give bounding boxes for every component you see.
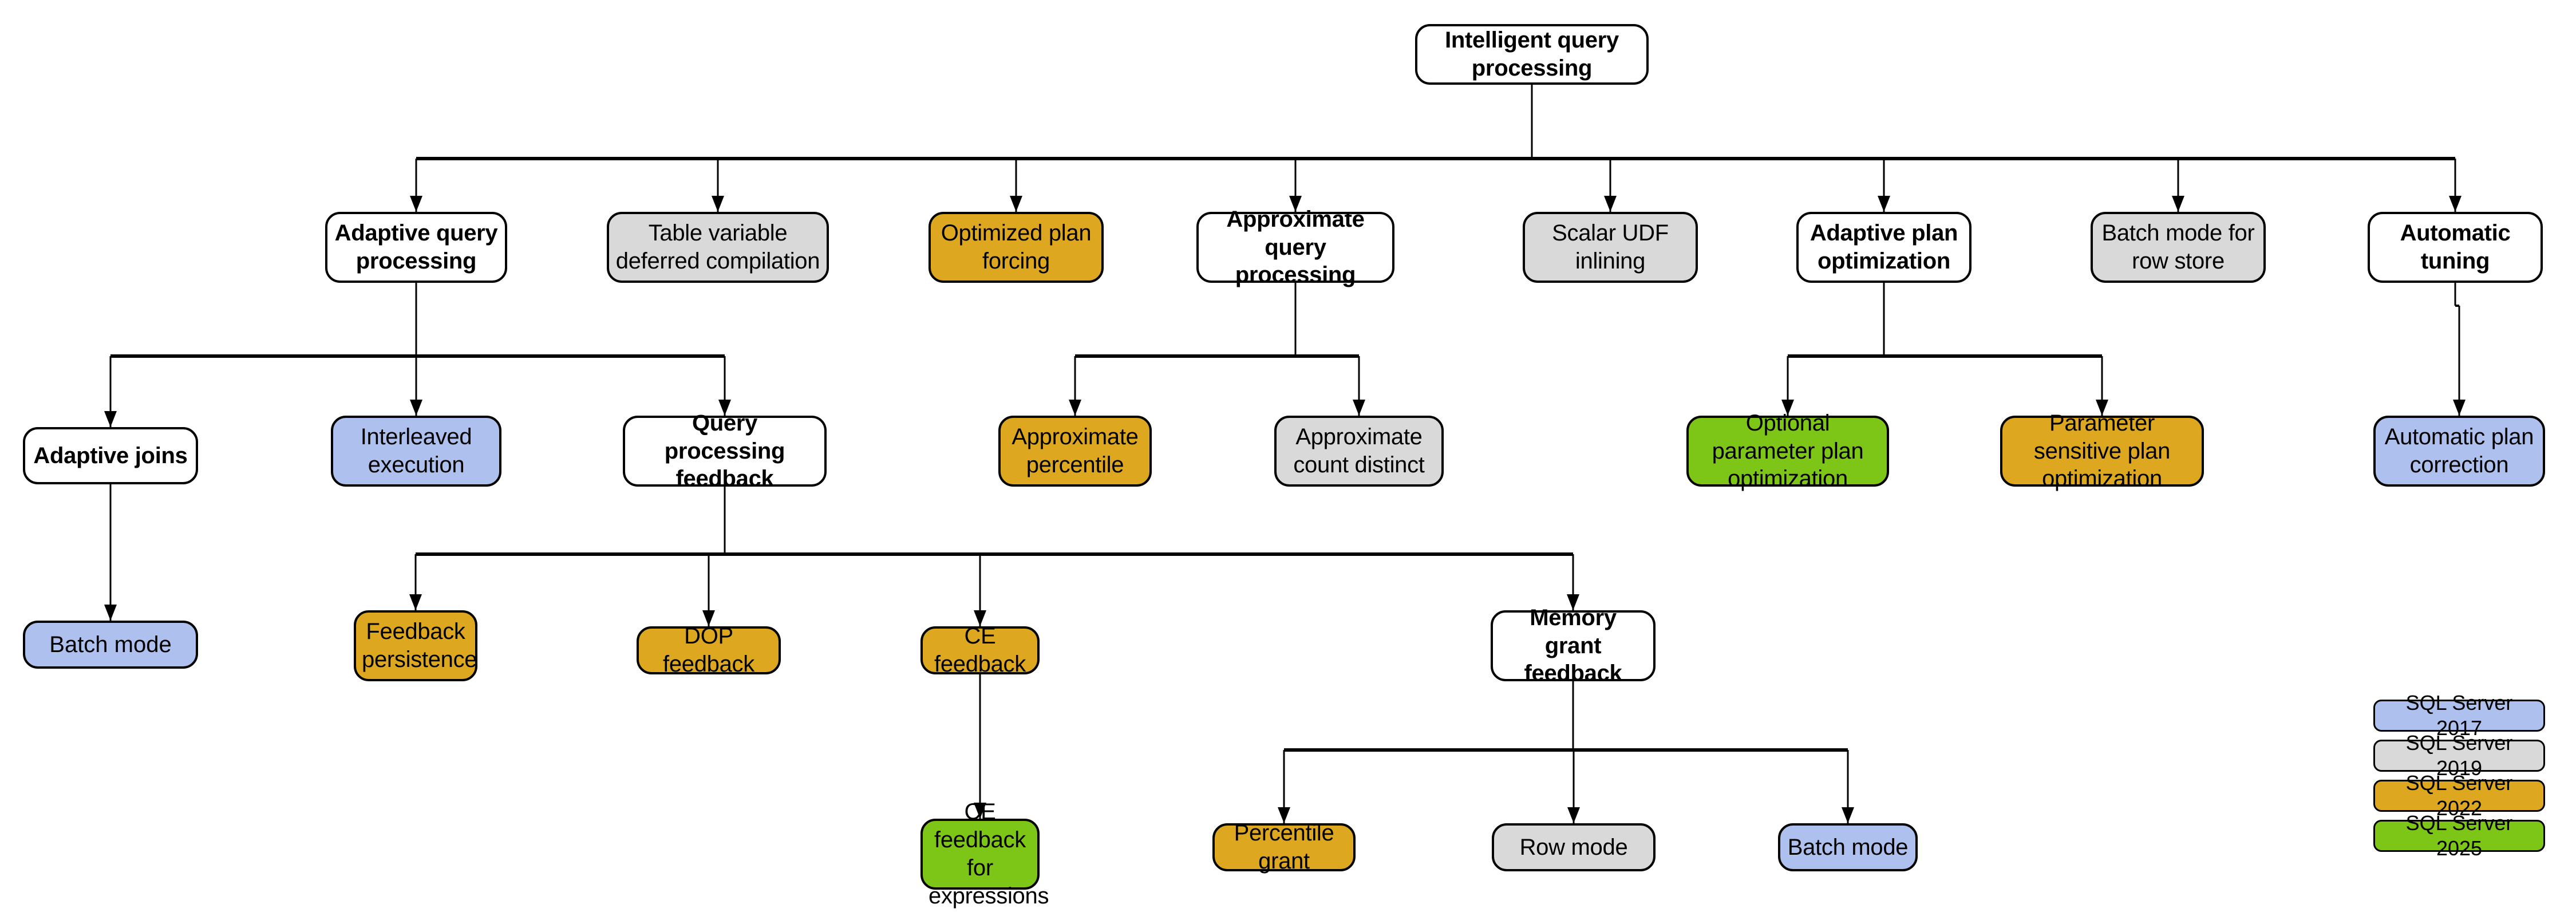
node-bmode1[interactable]: Batch mode	[23, 621, 198, 669]
edge-arrowhead	[1010, 196, 1022, 212]
node-acd[interactable]: Approximate count distinct	[1274, 416, 1444, 487]
node-label: Optional parameter plan optimization	[1712, 410, 1864, 492]
edge-arrowhead	[974, 610, 986, 626]
legend-item-label: SQL Server 2017	[2405, 691, 2513, 740]
node-autotune[interactable]: Automatic tuning	[2368, 212, 2543, 283]
edge-arrowhead	[410, 400, 422, 416]
node-label: Optimized plan forcing	[941, 220, 1092, 274]
node-label: Interleaved execution	[360, 424, 472, 477]
node-label: Query processing feedback	[664, 410, 785, 492]
legend-item-sql-server-2019: SQL Server 2019	[2373, 731, 2545, 780]
node-label: Approximate percentile	[1012, 424, 1139, 477]
edge-arrowhead	[2096, 400, 2108, 416]
node-oppo[interactable]: Optional parameter plan optimization	[1686, 410, 1889, 491]
node-label: Batch mode	[1787, 834, 1909, 860]
node-label: Intelligent query processing	[1445, 27, 1619, 81]
edge-arrowhead	[1278, 807, 1290, 823]
node-label: CE feedback for expressions	[929, 799, 1049, 909]
node-bmrs[interactable]: Batch mode for row store	[2091, 212, 2266, 283]
edge-arrowhead	[2172, 196, 2184, 212]
edge-arrowhead	[712, 196, 724, 212]
legend-item-sql-server-2022: SQL Server 2022	[2373, 771, 2545, 820]
node-label: Adaptive joins	[33, 443, 188, 468]
node-label: Automatic tuning	[2400, 220, 2511, 274]
edge-arrowhead	[104, 605, 117, 621]
node-label: Row mode	[1519, 834, 1628, 860]
edge-arrowhead	[718, 400, 731, 416]
node-apc[interactable]: Automatic plan correction	[2373, 416, 2545, 487]
node-aqpx[interactable]: Approximate query processing	[1196, 207, 1394, 287]
edge-arrowhead	[104, 411, 117, 427]
node-label: Batch mode	[49, 631, 172, 657]
edge-arrowhead	[1781, 400, 1794, 416]
node-bmode2[interactable]: Batch mode	[1778, 823, 1918, 871]
node-label: Parameter sensitive plan optimization	[2033, 410, 2171, 492]
edge-arrowhead	[974, 803, 986, 819]
edge-arrowhead	[1353, 400, 1365, 416]
edge-arrowhead	[1878, 196, 1890, 212]
node-apo[interactable]: Adaptive plan optimization	[1796, 212, 1971, 283]
node-apct[interactable]: Approximate percentile	[998, 416, 1152, 487]
node-label: DOP feedback	[663, 623, 754, 677]
node-fbpers[interactable]: Feedback persistence	[354, 610, 477, 681]
node-cefbex[interactable]: CE feedback for expressions	[920, 799, 1049, 909]
node-cefb[interactable]: CE feedback	[920, 623, 1040, 677]
node-label: Batch mode for row store	[2101, 220, 2255, 274]
node-mgf[interactable]: Memory grant feedback	[1491, 605, 1656, 686]
node-pspo[interactable]: Parameter sensitive plan optimization	[2000, 410, 2204, 491]
node-qpf[interactable]: Query processing feedback	[623, 410, 827, 491]
legend-item-label: SQL Server 2022	[2405, 771, 2513, 820]
node-label: Automatic plan correction	[2384, 424, 2534, 477]
node-pgrant[interactable]: Percentile grant	[1212, 820, 1356, 874]
edge-arrowhead	[1567, 594, 1579, 610]
edge-arrowhead	[409, 594, 422, 610]
legend-item-label: SQL Server 2025	[2405, 811, 2513, 860]
node-tvdc[interactable]: Table variable deferred compilation	[607, 212, 829, 283]
node-label: Table variable deferred compilation	[615, 220, 820, 274]
node-dopfb[interactable]: DOP feedback	[637, 623, 781, 677]
node-label: Memory grant feedback	[1524, 605, 1622, 686]
edge-arrowhead	[2449, 196, 2462, 212]
edge-arrowhead	[702, 610, 715, 626]
node-label: Adaptive plan optimization	[1809, 220, 1958, 274]
edge-arrowhead	[1289, 196, 1302, 212]
node-sudf[interactable]: Scalar UDF inlining	[1523, 212, 1698, 283]
edge-arrowhead	[410, 196, 422, 212]
edge-arrowhead	[2453, 400, 2466, 416]
node-label: Percentile grant	[1234, 820, 1334, 874]
node-label: CE feedback	[934, 623, 1026, 677]
edge-arrowhead	[1842, 807, 1854, 823]
node-label: Approximate count distinct	[1293, 424, 1425, 477]
edge-arrowhead	[1069, 400, 1081, 416]
node-label: Adaptive query processing	[334, 220, 498, 274]
edge-arrowhead	[1567, 807, 1580, 823]
legend-item-sql-server-2017: SQL Server 2017	[2373, 691, 2545, 740]
legend-item-label: SQL Server 2019	[2405, 731, 2513, 780]
node-aqp[interactable]: Adaptive query processing	[325, 212, 507, 283]
edge-arrowhead	[1604, 196, 1617, 212]
node-label: Approximate query processing	[1226, 206, 1365, 288]
node-interleav[interactable]: Interleaved execution	[331, 416, 501, 487]
node-label: Scalar UDF inlining	[1552, 220, 1669, 274]
node-opf[interactable]: Optimized plan forcing	[929, 212, 1104, 283]
node-label: Feedback persistence	[362, 619, 477, 672]
legend-item-sql-server-2025: SQL Server 2025	[2373, 811, 2545, 860]
node-root[interactable]: Intelligent query processing	[1415, 24, 1649, 85]
node-rowmode[interactable]: Row mode	[1492, 823, 1656, 871]
node-ajoins[interactable]: Adaptive joins	[23, 427, 198, 484]
